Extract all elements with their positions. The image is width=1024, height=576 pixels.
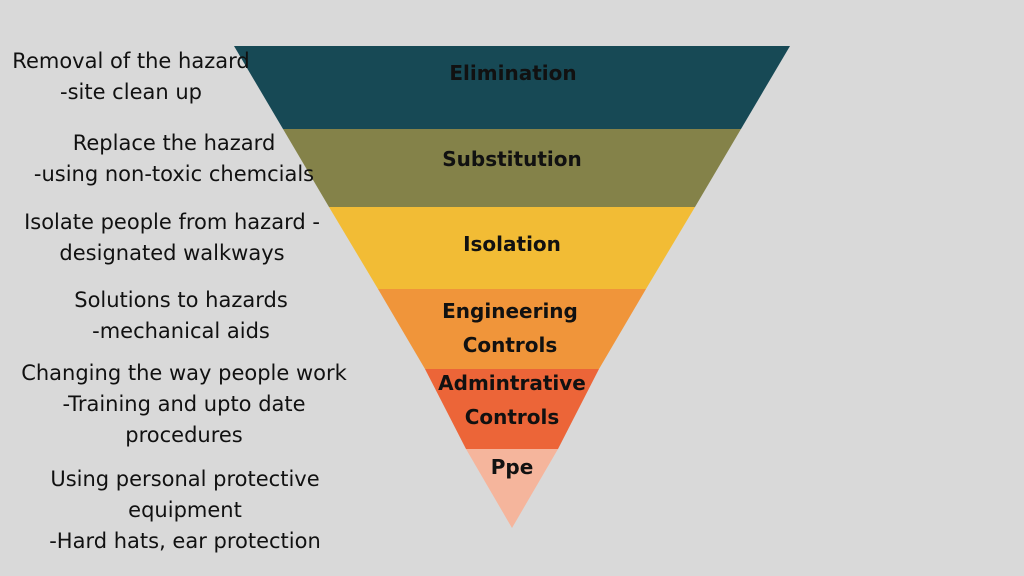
administrative-controls-band bbox=[425, 369, 599, 449]
description-line: -Training and upto date bbox=[62, 392, 306, 416]
isolation-band bbox=[329, 207, 695, 289]
description-line: -site clean up bbox=[60, 80, 202, 104]
description-line: Changing the way people work bbox=[21, 361, 347, 385]
tier-label-administrative-controls: Admintrative Controls bbox=[438, 371, 586, 429]
description-line: designated walkways bbox=[59, 241, 285, 265]
description-line: Replace the hazard bbox=[72, 131, 276, 155]
description-substitution: Replace the hazard -using non-toxic chem… bbox=[34, 128, 314, 190]
tier-label-substitution: Substitution bbox=[442, 147, 582, 171]
description-line: -Hard hats, ear protection bbox=[49, 529, 321, 553]
description-line: Solutions to hazards bbox=[74, 288, 288, 312]
ppe-band bbox=[466, 449, 558, 528]
engineering-controls-band bbox=[378, 289, 646, 369]
description-line: Using personal protective bbox=[50, 467, 320, 491]
tier-label-elimination: Elimination bbox=[449, 61, 577, 85]
description-isolation: Isolate people from hazard - designated … bbox=[24, 207, 320, 269]
substitution-band bbox=[283, 129, 741, 207]
description-line: procedures bbox=[125, 423, 243, 447]
description-elimination: Removal of the hazard -site clean up bbox=[12, 46, 249, 108]
tier-label-ppe: Ppe bbox=[490, 455, 534, 479]
description-line: -using non-toxic chemcials bbox=[33, 162, 315, 186]
tier-label-isolation: Isolation bbox=[463, 232, 561, 256]
elimination-band bbox=[234, 46, 790, 129]
description-engineering-controls: Solutions to hazards -mechanical aids bbox=[74, 285, 288, 347]
description-line: Removal of the hazard bbox=[12, 49, 250, 73]
description-line: -mechanical aids bbox=[92, 319, 270, 343]
description-ppe: Using personal protective equipment -Har… bbox=[49, 464, 321, 557]
description-line: Isolate people from hazard - bbox=[24, 210, 320, 234]
tier-label-engineering-controls: Engineering Controls bbox=[442, 299, 578, 357]
description-administrative-controls: Changing the way people work -Training a… bbox=[21, 358, 347, 451]
description-line: equipment bbox=[128, 498, 242, 522]
